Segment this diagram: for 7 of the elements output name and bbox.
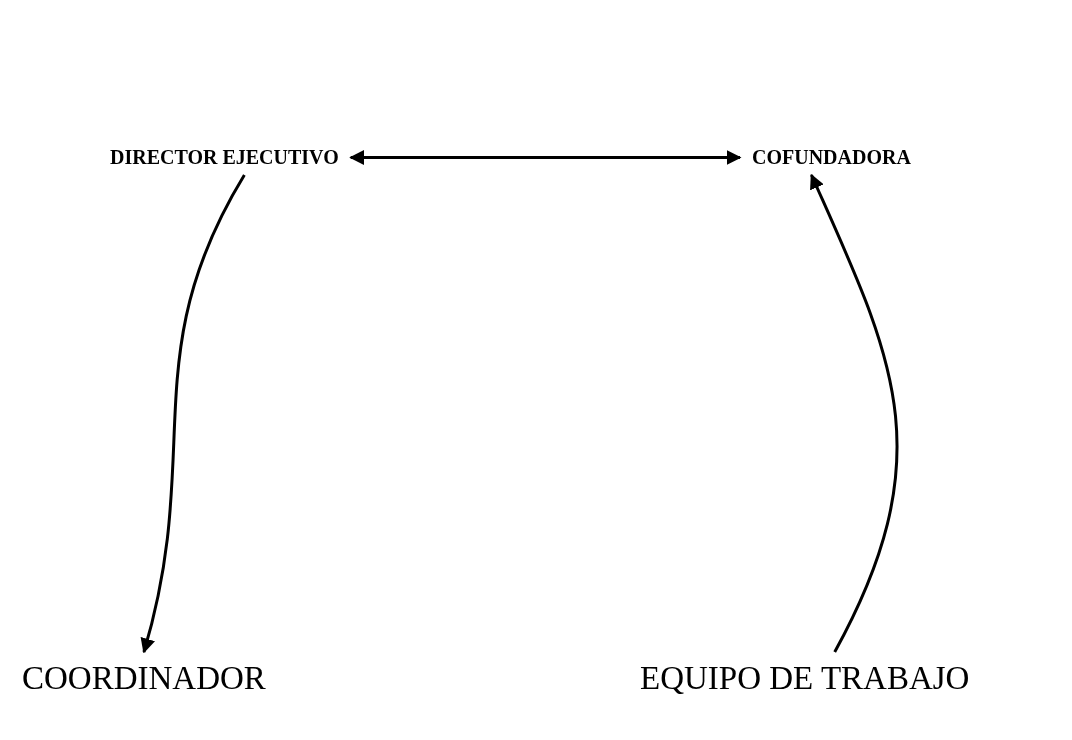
arrow bbox=[140, 174, 246, 654]
role-label: COFUNDADORA bbox=[752, 146, 911, 169]
arrow bbox=[349, 150, 742, 165]
role-label: DIRECTOR EJECUTIVO bbox=[110, 146, 339, 169]
role-label: EQUIPO DE TRABAJO bbox=[640, 660, 970, 697]
role-label: COORDINADOR bbox=[22, 660, 266, 697]
arrow bbox=[810, 173, 899, 653]
